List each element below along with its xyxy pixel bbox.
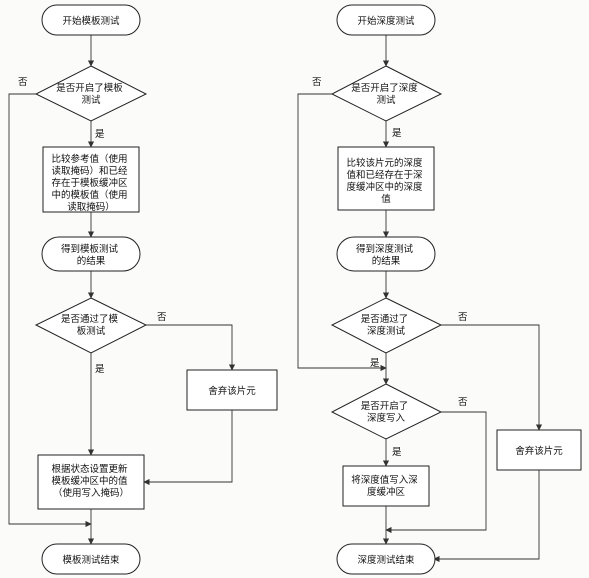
stencil-test-flow: 开始模板测试 是否开启了模板 测试 比较参考值（使用 读取掩码）和已经 存在于模… <box>8 4 278 575</box>
depth-end-terminal <box>336 543 436 575</box>
stencil-compare-line: 存在于模板缓冲区 <box>51 177 128 189</box>
depth-compare-line: 值和已经存在于深 <box>346 169 423 181</box>
stencil-end-text: 模板测试结束 <box>62 554 120 566</box>
stencil-start-text: 开始模板测试 <box>62 15 120 27</box>
depth-label-write-yes: 是 <box>392 447 402 458</box>
stencil-passed-decision <box>34 297 148 354</box>
stencil-label-passed-no: 否 <box>157 312 167 323</box>
stencil-result-line: 的结果 <box>77 255 106 267</box>
stencil-passed-line: 是否通过了模 <box>61 313 119 325</box>
stencil-discard-line: 舍弃该片元 <box>208 385 256 397</box>
depth-passed-decision <box>330 297 443 354</box>
depth-write-decision-line: 是否开启了 <box>361 400 409 412</box>
depth-write-decision-text: 是否开启了 深度写入 <box>361 400 412 424</box>
stencil-enabled-line: 是否开启了模板 <box>56 82 123 94</box>
depth-result-line: 得到深度测试 <box>356 243 414 255</box>
depth-enabled-decision <box>330 65 443 122</box>
stencil-compare-process <box>42 146 140 213</box>
stencil-update-text: 根据状态设置更新 模板缓冲区中的值 （使用写入掩码） <box>51 463 130 499</box>
stencil-result-terminal <box>41 236 141 272</box>
depth-enabled-line: 测试 <box>376 94 396 106</box>
depth-discard-process <box>496 429 582 471</box>
stencil-passed-text: 是否通过了模 板测试 <box>61 313 121 337</box>
depth-discard-line: 舍弃该片元 <box>515 445 563 457</box>
stencil-passed-line: 板测试 <box>77 325 106 337</box>
stencil-discard-process <box>186 369 278 411</box>
edge-enabled-no-to-end <box>8 93 92 528</box>
depth-write-line: 将深度值写入深 <box>351 474 418 486</box>
stencil-compare-line: 读取掩码）和已经 <box>51 165 128 177</box>
depth-compare-line: 比较该片元的深度 <box>346 157 423 169</box>
depth-write-decision <box>330 383 443 440</box>
depth-discard-text: 舍弃该片元 <box>515 445 563 457</box>
stencil-update-line: （使用写入掩码） <box>53 487 129 499</box>
depth-write-text: 将深度值写入深 度缓冲区 <box>351 474 421 498</box>
depth-label-enabled-no: 否 <box>312 77 322 88</box>
edge-discard-to-update <box>143 410 233 486</box>
depth-start-terminal <box>336 4 436 36</box>
edge-depth-enabled-no-to-write-decision <box>297 93 387 372</box>
edge-depth-write-no-to-end <box>385 411 487 534</box>
edge-depth-passed-no-to-discard <box>441 324 543 431</box>
stencil-label-enabled-no: 否 <box>18 77 28 88</box>
depth-start-text: 开始深度测试 <box>357 15 415 27</box>
edge-depth-discard-to-end <box>433 470 540 563</box>
stencil-compare-line: 读取掩码） <box>67 201 115 213</box>
depth-enabled-line: 是否开启了深度 <box>351 82 418 94</box>
stencil-result-line: 得到模板测试 <box>61 243 119 255</box>
stencil-label-passed-yes: 是 <box>95 364 105 375</box>
stencil-end-line: 模板测试结束 <box>62 554 120 566</box>
stencil-end-terminal <box>41 543 141 575</box>
depth-write-line: 度缓冲区 <box>367 486 406 498</box>
stencil-enabled-decision <box>34 65 148 122</box>
depth-start-line: 开始深度测试 <box>357 15 415 27</box>
stencil-update-line: 根据状态设置更新 <box>51 463 128 475</box>
stencil-compare-line: 比较参考值（使用 <box>51 153 127 165</box>
depth-result-terminal <box>336 236 436 272</box>
depth-compare-line: 值 <box>381 193 391 205</box>
depth-write-process <box>342 465 430 507</box>
depth-end-text: 深度测试结束 <box>357 554 415 566</box>
depth-enabled-text: 是否开启了深度 测试 <box>351 82 421 106</box>
depth-label-enabled-yes: 是 <box>392 128 402 139</box>
depth-end-line: 深度测试结束 <box>357 554 415 566</box>
depth-write-decision-line: 深度写入 <box>367 412 406 424</box>
depth-test-flow: 开始深度测试 是否开启了深度 测试 比较该片元的深度 值和已经存在于深 度缓冲区… <box>297 4 582 575</box>
stencil-update-line: 模板缓冲区中的值 <box>51 475 128 487</box>
depth-compare-line: 度缓冲区中的深度 <box>346 181 423 193</box>
depth-passed-line: 深度测试 <box>367 325 406 337</box>
depth-result-line: 的结果 <box>372 255 401 267</box>
depth-passed-line: 是否通过了 <box>361 313 409 325</box>
edge-passed-no-to-discard <box>146 324 236 371</box>
depth-label-write-no: 否 <box>458 397 468 408</box>
stencil-update-process <box>37 454 145 510</box>
depth-passed-text: 是否通过了 深度测试 <box>361 313 412 337</box>
stencil-start-line: 开始模板测试 <box>62 15 120 27</box>
depth-compare-text: 比较该片元的深度 值和已经存在于深 度缓冲区中的深度 值 <box>346 157 425 205</box>
stencil-enabled-line: 测试 <box>81 94 101 106</box>
depth-label-passed-yes: 是 <box>370 358 380 369</box>
stencil-compare-text: 比较参考值（使用 读取掩码）和已经 存在于模板缓冲区 中的模板值（使用 读取掩码… <box>51 153 130 213</box>
stencil-result-text: 得到模板测试 的结果 <box>61 243 121 267</box>
depth-label-passed-no: 否 <box>458 312 468 323</box>
stencil-label-enabled-yes: 是 <box>95 129 105 140</box>
depth-result-text: 得到深度测试 的结果 <box>356 243 416 267</box>
depth-compare-process <box>337 146 435 211</box>
stencil-discard-text: 舍弃该片元 <box>208 385 256 397</box>
stencil-enabled-text: 是否开启了模板 测试 <box>56 82 126 106</box>
stencil-compare-line: 中的模板值（使用 <box>51 189 127 201</box>
stencil-start-terminal <box>41 4 141 36</box>
